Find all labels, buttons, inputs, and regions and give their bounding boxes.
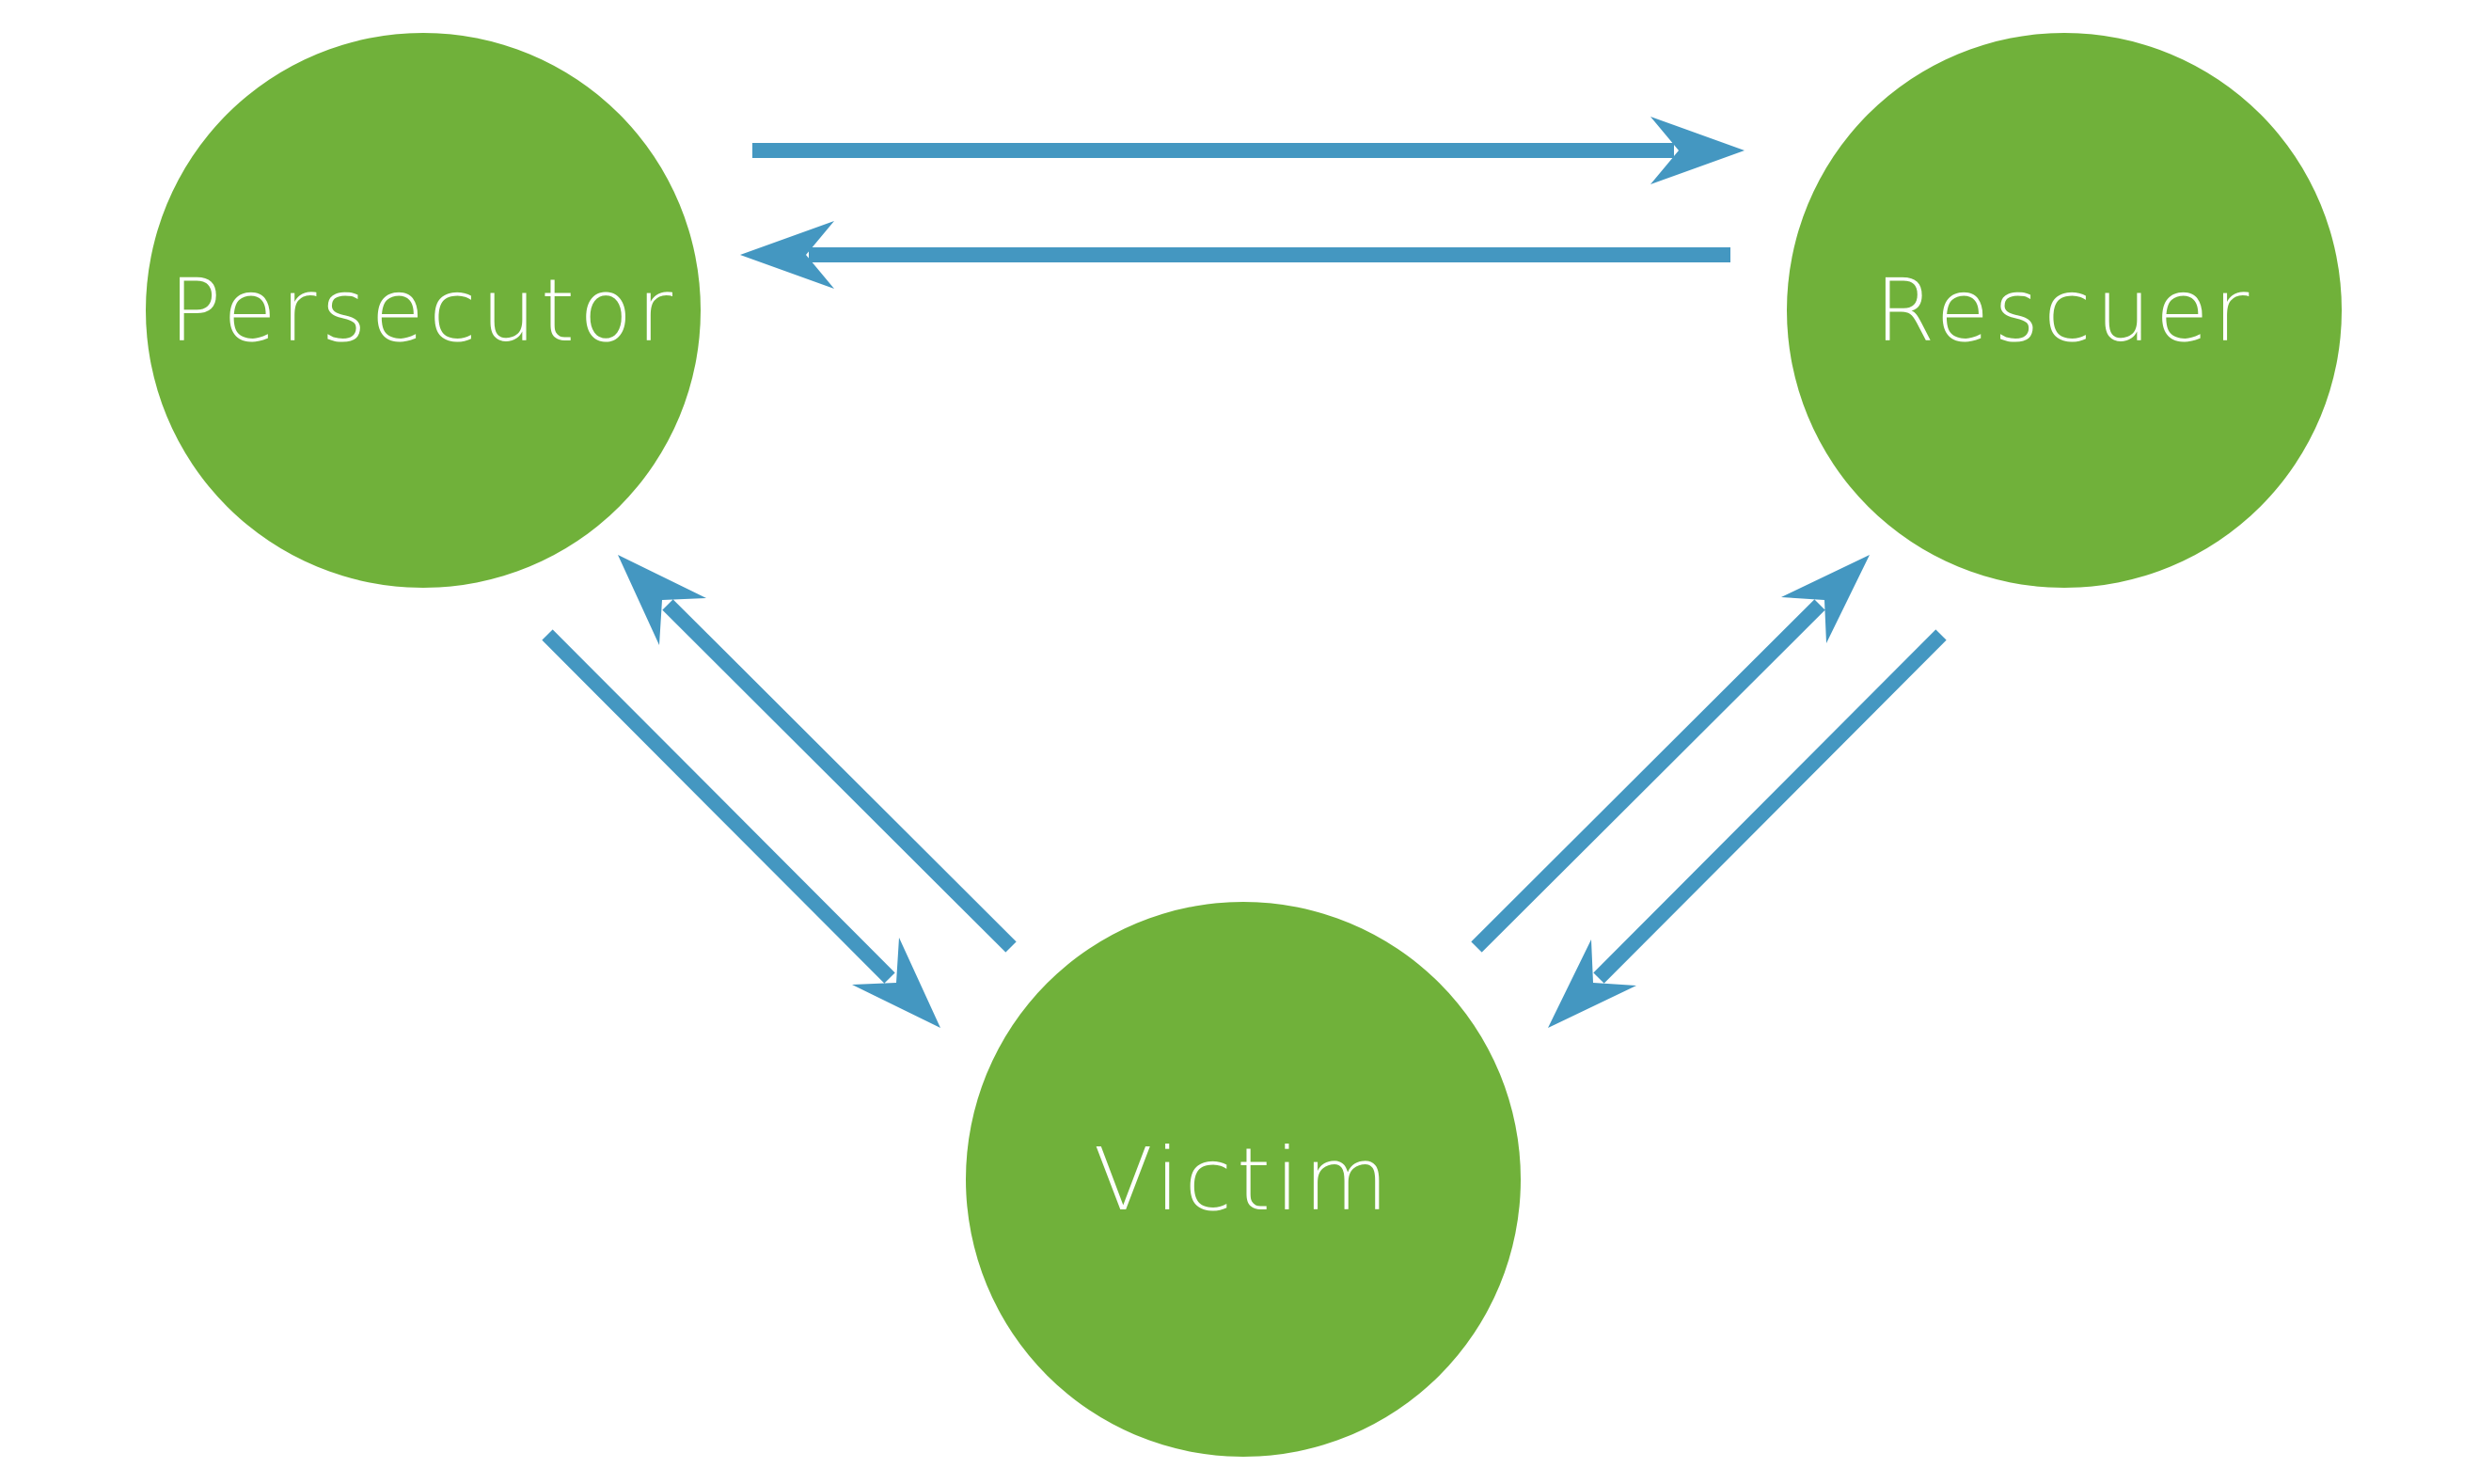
arrowhead [1781, 555, 1870, 643]
arrow-rescuer-to-victim [1548, 629, 1947, 1028]
arrowhead [1548, 939, 1636, 1028]
node-victim: Victim [966, 902, 1521, 1457]
node-persecutor-label: Persecutor [169, 260, 677, 361]
node-rescuer: Rescuer [1787, 33, 2342, 588]
node-persecutor-circle [146, 33, 701, 588]
arrowhead [1650, 117, 1745, 184]
arrow-rescuer-to-persecutor [740, 221, 1730, 289]
arrowhead [852, 938, 940, 1028]
node-victim-label: Victim [1094, 1129, 1393, 1230]
node-victim-circle [966, 902, 1521, 1457]
arrow-shaft [662, 599, 1017, 953]
arrow-victim-to-persecutor [618, 555, 1017, 953]
arrow-persecutor-to-victim [542, 629, 940, 1028]
arrow-shaft [542, 629, 895, 984]
arrow-persecutor-to-rescuer [752, 117, 1745, 184]
node-rescuer-label: Rescuer [1875, 260, 2254, 361]
node-rescuer-circle [1787, 33, 2342, 588]
arrow-shaft [1593, 629, 1947, 984]
arrowhead [618, 555, 706, 645]
arrow-shaft [1471, 599, 1825, 953]
arrow-victim-to-rescuer [1471, 555, 1870, 953]
arrowhead [740, 221, 834, 289]
node-persecutor: Persecutor [146, 33, 701, 588]
